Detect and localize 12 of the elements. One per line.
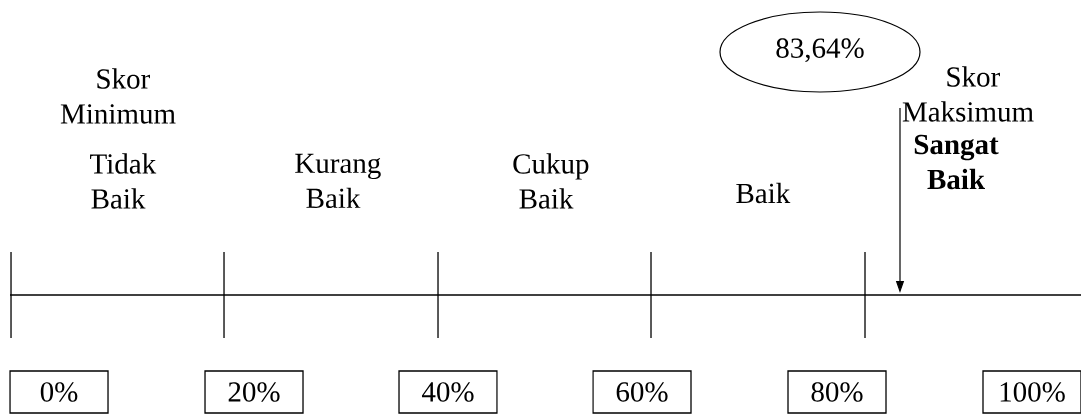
category-label: Tidak Baik xyxy=(90,153,157,209)
category-label: Sangat Baik xyxy=(914,134,999,190)
category-label: Kurang Baik xyxy=(295,153,381,209)
category-label: Cukup Baik xyxy=(513,153,589,209)
category-label: Skor Minimum xyxy=(60,68,176,124)
percent-box: 0% xyxy=(9,370,109,414)
percent-box: 100% xyxy=(982,370,1081,414)
category-label: Baik xyxy=(736,182,791,204)
percent-box: 20% xyxy=(204,370,304,414)
percent-box: 80% xyxy=(787,370,887,414)
percent-box: 60% xyxy=(592,370,692,414)
percent-box: 40% xyxy=(398,370,498,414)
